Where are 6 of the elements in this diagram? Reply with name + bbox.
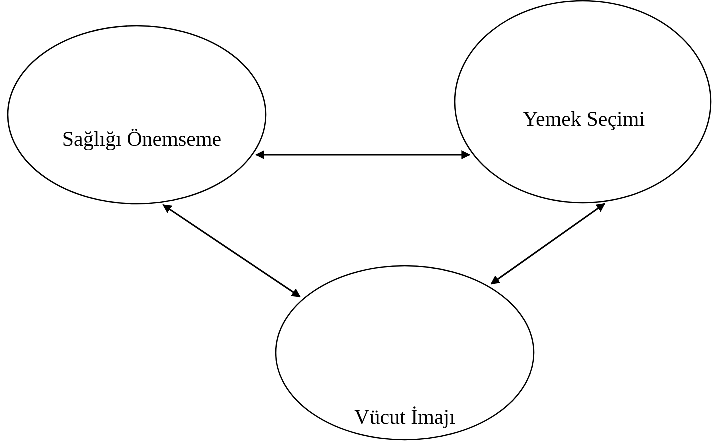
double-arrow	[162, 204, 302, 298]
node-label: Yemek Seçimi	[522, 106, 646, 133]
double-arrow	[256, 150, 471, 160]
node-label: Vücut İmajı	[354, 404, 456, 431]
double-arrow	[490, 203, 606, 285]
node-label: Sağlığı Önemseme	[61, 126, 223, 153]
